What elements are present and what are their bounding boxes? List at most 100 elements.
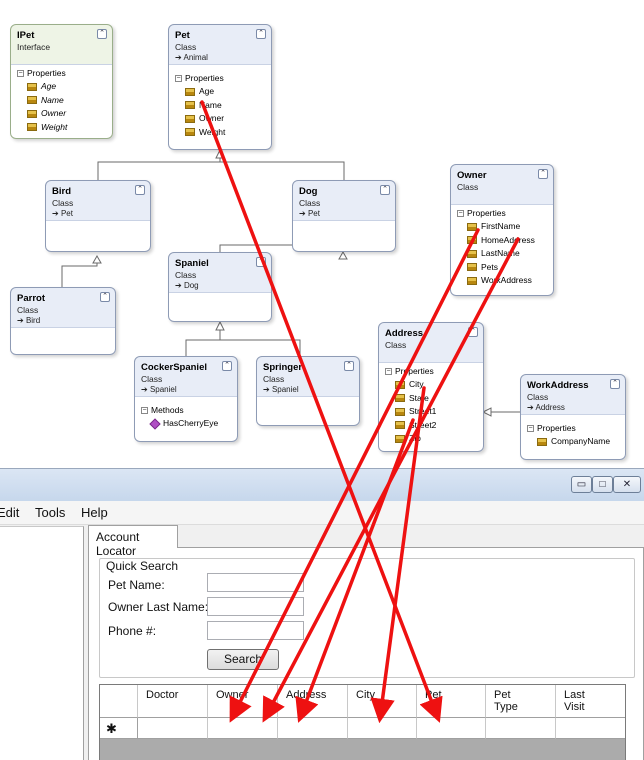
inherit-arrowhead-bird	[92, 254, 102, 264]
double-chevron-up-icon[interactable]: ⌃	[344, 361, 354, 371]
phone-field[interactable]	[207, 621, 304, 640]
menu-item-edit[interactable]: Edit	[0, 505, 20, 520]
tab-account-locator[interactable]: Account Locator	[88, 525, 178, 558]
section-title: Properties	[467, 208, 506, 218]
class-shape-parrot[interactable]: Parrot Class ➔ Bird ⌃	[10, 287, 116, 355]
class-shape-bird[interactable]: Bird Class ➔ Pet ⌃	[45, 180, 151, 252]
double-chevron-up-icon[interactable]: ⌃	[380, 185, 390, 195]
section-title: Properties	[185, 73, 224, 83]
class-shape-pet[interactable]: Pet Class ➔ Animal ⌃ −Properties Age Nam…	[168, 24, 272, 150]
class-shape-dog[interactable]: Dog Class ➔ Pet ⌃	[292, 180, 396, 252]
class-stereotype: Class	[17, 305, 39, 315]
member-row: CompanyName	[527, 435, 619, 449]
grid-cell[interactable]	[138, 718, 208, 739]
double-chevron-up-icon[interactable]: ⌃	[135, 185, 145, 195]
class-stereotype: Class	[175, 42, 197, 52]
inherit-arrow-icon: ➔	[263, 385, 270, 394]
inherit-arrow-icon: ➔	[17, 316, 24, 325]
column-header-doctor[interactable]: Doctor	[138, 685, 208, 718]
close-button[interactable]: ✕	[613, 476, 641, 493]
property-icon	[395, 434, 405, 443]
inherit-arrow-icon: ➔	[175, 53, 182, 62]
class-shape-owner[interactable]: Owner Class ⌃ −Properties FirstName Home…	[450, 164, 554, 296]
column-header-address[interactable]: Address	[278, 685, 348, 718]
base-class: Animal	[183, 53, 208, 62]
property-icon	[395, 421, 405, 430]
column-header-city[interactable]: City	[348, 685, 417, 718]
class-shape-spaniel[interactable]: Spaniel Class ➔ Dog ⌃	[168, 252, 272, 322]
member-row: LastName	[457, 247, 547, 261]
property-icon	[467, 236, 477, 245]
column-header-owner[interactable]: Owner	[208, 685, 278, 718]
column-header-last-visit[interactable]: Last Visit	[556, 685, 625, 718]
menu-item-tools[interactable]: Tools	[35, 505, 66, 520]
class-shape-address[interactable]: Address Class ⌃ −Properties City State S…	[378, 322, 484, 452]
member-row: Street1	[385, 405, 477, 419]
class-stereotype: Class	[385, 340, 407, 350]
section-title: Properties	[27, 68, 66, 78]
owner-last-name-field[interactable]	[207, 597, 304, 616]
account-locator-window: ▭ □ ✕ Edit Tools Help Account Locator Qu…	[0, 468, 644, 760]
minimize-button[interactable]: ▭	[571, 476, 592, 493]
double-chevron-up-icon[interactable]: ⌃	[222, 361, 232, 371]
inherit-arrowhead-spaniel	[215, 320, 225, 331]
minus-box-icon[interactable]: −	[385, 368, 392, 376]
property-icon	[185, 128, 195, 137]
results-grid[interactable]: Doctor Owner Address City Pet Pet Type L…	[99, 684, 626, 760]
double-chevron-up-icon[interactable]: ⌃	[610, 379, 620, 389]
base-class: Pet	[307, 209, 320, 218]
class-stereotype: Class	[527, 392, 549, 402]
class-shape-springer[interactable]: Springer Class ➔ Spaniel ⌃	[256, 356, 360, 426]
minus-box-icon[interactable]: −	[527, 425, 534, 433]
navigation-pane[interactable]	[0, 526, 84, 760]
double-chevron-up-icon[interactable]: ⌃	[538, 169, 548, 179]
pet-name-label: Pet Name:	[108, 578, 165, 592]
minus-box-icon[interactable]: −	[457, 210, 464, 218]
base-class: Spaniel	[149, 385, 177, 394]
pet-name-field[interactable]	[207, 573, 304, 592]
class-name: Bird	[52, 186, 71, 197]
inherit-arrow-icon: ➔	[141, 385, 148, 394]
class-name: Parrot	[17, 293, 45, 304]
double-chevron-up-icon[interactable]: ⌃	[468, 327, 478, 337]
search-button[interactable]: Search	[207, 649, 279, 670]
class-stereotype: Class	[52, 198, 74, 208]
member-row: Age	[17, 80, 106, 94]
class-shape-cockerspaniel[interactable]: CockerSpaniel Class ➔ Spaniel ⌃ −Methods…	[134, 356, 238, 442]
property-icon	[467, 222, 477, 231]
double-chevron-up-icon[interactable]: ⌃	[256, 29, 266, 39]
connector-bird-parrot	[61, 256, 98, 287]
inherit-arrow-icon: ➔	[299, 209, 306, 218]
double-chevron-up-icon[interactable]: ⌃	[100, 292, 110, 302]
property-icon	[467, 249, 477, 258]
class-shape-workaddress[interactable]: WorkAddress Class ➔ Address ⌃ −Propertie…	[520, 374, 626, 460]
property-icon	[27, 96, 37, 105]
double-chevron-up-icon[interactable]: ⌃	[97, 29, 107, 39]
member-row: Age	[175, 85, 265, 99]
grid-cell[interactable]	[348, 718, 417, 739]
grid-cell[interactable]	[208, 718, 278, 739]
grid-cell[interactable]	[278, 718, 348, 739]
class-stereotype: Class	[141, 374, 163, 384]
property-icon	[185, 101, 195, 110]
member-row: Weight	[175, 126, 265, 140]
property-icon	[27, 123, 37, 132]
minus-box-icon[interactable]: −	[175, 75, 182, 83]
class-name: Dog	[299, 186, 318, 197]
grid-cell[interactable]	[417, 718, 486, 739]
column-header-pet[interactable]: Pet	[417, 685, 486, 718]
section-title: Properties	[537, 423, 576, 433]
double-chevron-up-icon[interactable]: ⌃	[256, 257, 266, 267]
minus-box-icon[interactable]: −	[17, 70, 24, 78]
minus-box-icon[interactable]: −	[141, 407, 148, 415]
column-header-pet-type[interactable]: Pet Type	[486, 685, 556, 718]
class-shape-ipet[interactable]: IPet Interface ⌃ −Properties Age Name Ow…	[10, 24, 113, 139]
window-title-bar[interactable]: ▭ □ ✕	[0, 469, 644, 501]
base-class: Pet	[60, 209, 73, 218]
member-row: Weight	[17, 121, 106, 135]
menu-item-help[interactable]: Help	[81, 505, 108, 520]
grid-cell[interactable]	[486, 718, 556, 739]
maximize-button[interactable]: □	[592, 476, 613, 493]
member-row: WorkAddress	[457, 274, 547, 288]
grid-cell[interactable]	[556, 718, 625, 739]
